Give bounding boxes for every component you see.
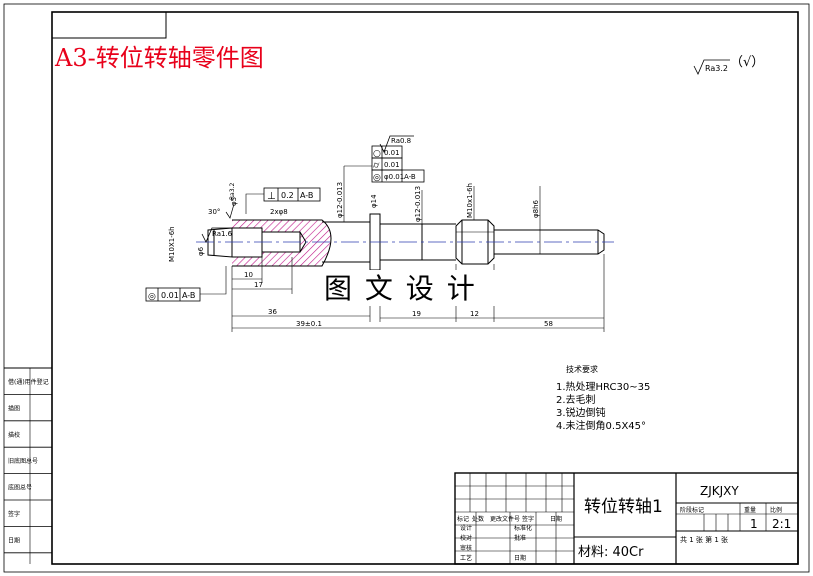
side-table-cell: 描图 bbox=[8, 404, 20, 412]
tb-role-row: 审核 bbox=[460, 544, 472, 552]
tech-req-item-4: 4.未注倒角0.5X45° bbox=[556, 419, 646, 432]
tb-col-header: 处数 bbox=[472, 515, 484, 523]
perpendicular-frame: ⊥ 0.2 A-B bbox=[245, 187, 321, 214]
part-name: 转位转轴1 bbox=[584, 497, 663, 517]
sheets-info: 共 1 张 第 1 张 bbox=[680, 535, 728, 544]
side-table-cell: 日期 bbox=[8, 536, 20, 544]
tb-col-header: 日期 bbox=[550, 515, 562, 523]
general-roughness-symbol: Ra3.2 （√） bbox=[693, 55, 764, 75]
watermark-text: 图 文 设 计 bbox=[324, 272, 477, 305]
tech-req-heading: 技术要求 bbox=[566, 364, 598, 374]
dim-angle: 30° bbox=[208, 208, 220, 216]
general-roughness-value: Ra3.2 bbox=[705, 64, 728, 73]
bottom-frame-value: 0.01 bbox=[161, 291, 179, 300]
outer-border bbox=[3, 3, 810, 573]
dim-d12-left: φ12-0.013 bbox=[336, 182, 344, 218]
dim-hole: 2xφ8 bbox=[270, 208, 288, 216]
bottom-tolerance-frame: ◎ 0.01 A-B bbox=[145, 266, 227, 302]
bottom-frame-symbol: ◎ bbox=[148, 292, 156, 302]
general-roughness-suffix: （√） bbox=[730, 55, 764, 70]
top-frame-value: φ0.01 bbox=[384, 173, 404, 181]
tb-role-row: 工艺 bbox=[460, 554, 472, 562]
dim-d12-mid: φ12-0.013 bbox=[414, 186, 422, 222]
tb-mid-label: 日期 bbox=[514, 554, 526, 562]
dimension-texts: 10 17 36 39±0.1 19 12 58 2xφ8 M10X1-6h φ… bbox=[168, 182, 553, 328]
section-hatch bbox=[232, 220, 331, 266]
dim-d14: φ14 bbox=[370, 194, 378, 208]
dim-12: 12 bbox=[470, 310, 479, 318]
left-roughness-value: Ra1.6 bbox=[212, 230, 233, 238]
tb-role-row: 设计 bbox=[460, 524, 472, 532]
top-frame-value: 0.01 bbox=[384, 161, 400, 169]
side-table-cell: 借(通)用件登记 bbox=[8, 378, 49, 386]
tb-col-header: 签字 bbox=[522, 515, 534, 523]
watermark-box bbox=[318, 270, 496, 306]
tb-col-header: 标记 bbox=[457, 515, 469, 523]
top-frame-symbol: ⌭ bbox=[373, 161, 380, 171]
dim-39: 39±0.1 bbox=[296, 320, 322, 328]
tech-req-item-2: 2.去毛刺 bbox=[556, 394, 596, 406]
tb-role-row: 校对 bbox=[460, 534, 472, 542]
tb-mid-label: 批准 bbox=[514, 534, 526, 542]
dim-m10: M10x1-6h bbox=[466, 183, 474, 218]
dim-d8: φ8h6 bbox=[532, 199, 540, 218]
side-table-cell: 签字 bbox=[8, 510, 20, 518]
small-roughness-value: Ra3.2 bbox=[229, 183, 236, 200]
small-roughness-symbol: Ra3.2 bbox=[225, 183, 236, 219]
dim-19: 19 bbox=[412, 310, 421, 318]
top-frame-symbol: ○ bbox=[373, 149, 381, 159]
perp-symbol: ⊥ bbox=[267, 191, 276, 202]
perp-datum: A-B bbox=[300, 191, 313, 200]
dim-chamfer: φ5 bbox=[230, 197, 238, 206]
dim-thread-left: M10X1-6h bbox=[168, 226, 176, 262]
tb-mid-label: 标准化 bbox=[514, 524, 532, 532]
dim-10: 10 bbox=[244, 271, 253, 279]
side-table-cell: 底图总号 bbox=[8, 484, 32, 492]
right-header-scale: 比例 bbox=[770, 506, 782, 514]
top-frame-datum: A-B bbox=[404, 173, 416, 181]
drawing-code: ZJKJXY bbox=[700, 484, 739, 498]
scale: 2:1 bbox=[772, 517, 791, 531]
side-table-cell: 旧底图总号 bbox=[8, 457, 38, 465]
page-title: A3-转位转轴零件图 bbox=[54, 44, 264, 72]
code-box bbox=[52, 12, 167, 39]
technical-requirements: 技术要求 1.热处理HRC30~35 2.去毛刺 3.锐边倒钝 4.未注倒角0.… bbox=[556, 364, 650, 432]
bottom-frame-datum: A-B bbox=[182, 291, 195, 300]
left-roughness-symbol: Ra1.6 bbox=[201, 227, 233, 243]
title-block-texts: 转位转轴1 ZJKJXY 材料: 40Cr 1 2:1 共 1 张 第 1 张 … bbox=[578, 484, 791, 560]
top-frame-value: 0.01 bbox=[384, 149, 400, 157]
right-header-stage: 阶段标记 bbox=[680, 506, 704, 514]
title-block bbox=[454, 472, 799, 565]
dim-58: 58 bbox=[544, 320, 553, 328]
dim-17: 17 bbox=[254, 281, 263, 289]
right-header-weight: 重量 bbox=[744, 506, 756, 514]
tech-req-item-1: 1.热处理HRC30~35 bbox=[556, 380, 650, 393]
quantity: 1 bbox=[750, 517, 758, 531]
dim-36: 36 bbox=[268, 308, 277, 316]
perp-value: 0.2 bbox=[281, 191, 294, 200]
top-roughness-value: Ra0.8 bbox=[391, 137, 411, 145]
shaft-drawing bbox=[196, 213, 614, 271]
inner-frame bbox=[51, 11, 799, 565]
top-frame-symbol: ◎ bbox=[373, 173, 381, 183]
dim-bore: φ6 bbox=[197, 246, 205, 256]
tech-req-item-3: 3.锐边倒钝 bbox=[556, 406, 606, 419]
dimension-lines bbox=[232, 278, 604, 329]
title-block-grid-texts: 标记处数更改文件号签字日期设计校对审核工艺标准化批准日期 bbox=[457, 515, 562, 562]
material: 材料: 40Cr bbox=[578, 545, 644, 560]
side-table-cell: 描校 bbox=[8, 431, 20, 439]
tb-col-header: 更改文件号 bbox=[490, 515, 520, 523]
